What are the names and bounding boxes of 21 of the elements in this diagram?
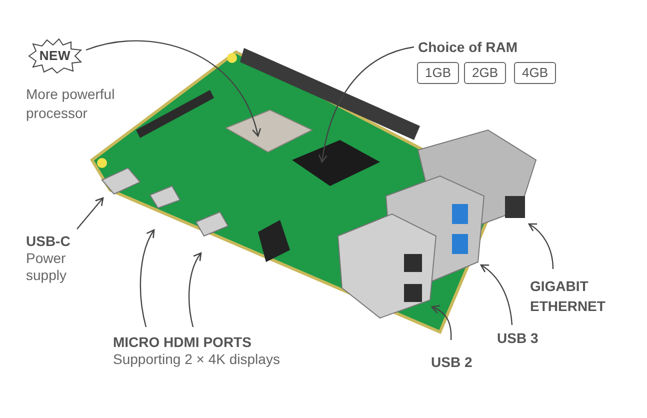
callout-heading: USB 2 bbox=[431, 352, 472, 373]
starburst-badge: NEW bbox=[27, 38, 83, 74]
leader-arrow bbox=[188, 252, 202, 328]
memory-option-tag: 4GB bbox=[514, 62, 556, 84]
leader-arrow bbox=[528, 223, 554, 270]
leader-arrow bbox=[480, 264, 513, 326]
memory-option-tag: 1GB bbox=[417, 62, 459, 84]
callout-heading: GIGABIT ETHERNET bbox=[530, 276, 610, 316]
callout-heading: USB-C bbox=[26, 232, 72, 250]
callout-heading: USB 3 bbox=[497, 328, 538, 349]
callout-text: Supporting 2 × 4K displays bbox=[113, 351, 281, 368]
leader-arrow bbox=[318, 46, 414, 163]
callout-text: More powerful processor bbox=[26, 85, 116, 123]
leader-arrow bbox=[431, 305, 452, 340]
leader-arrow bbox=[76, 197, 104, 230]
memory-option-tag: 2GB bbox=[464, 62, 506, 84]
callout-text: Power supply bbox=[26, 250, 68, 284]
leader-arrow bbox=[86, 40, 261, 137]
leader-arrow bbox=[140, 229, 155, 328]
callout-heading: Choice of RAM bbox=[418, 37, 518, 58]
callout-heading: MICRO HDMI PORTS bbox=[113, 333, 252, 351]
